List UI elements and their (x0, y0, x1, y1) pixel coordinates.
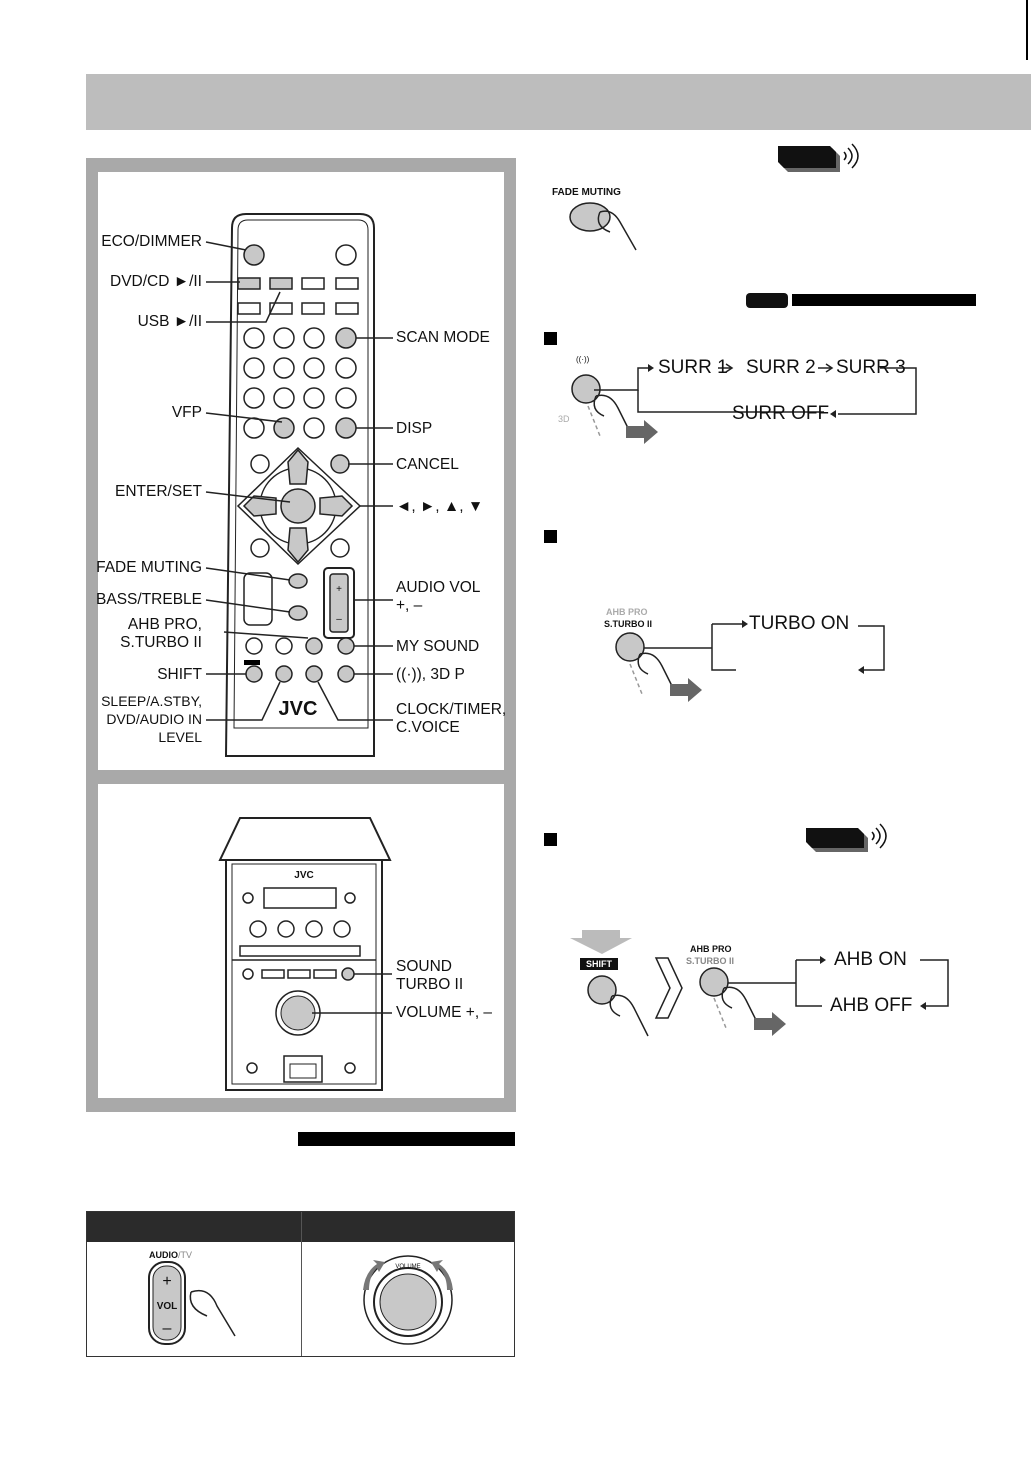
table-vol-minus: – (163, 1320, 172, 1337)
label-clock-2: C.VOICE (396, 719, 460, 736)
surround-3d-label: 3D (558, 414, 570, 424)
surr-1-text: SURR 1 (658, 357, 728, 378)
table-header (87, 1212, 514, 1242)
label-sleep-3: LEVEL (158, 729, 202, 745)
label-sleep-2: DVD/AUDIO IN (106, 711, 202, 727)
remote-vol-minus: – (336, 614, 342, 625)
controls-illustration-frame: JVC + – ECO/DIMMER DVD/CD ►/II USB ►/II … (86, 158, 516, 1112)
unit-brand-text: JVC (294, 870, 313, 881)
main-unit-drawing: JVC (218, 817, 392, 1091)
label-my-sound: MY SOUND (396, 638, 480, 655)
label-scan-mode: SCAN MODE (396, 329, 490, 346)
table-vol-text: VOL (157, 1301, 178, 1312)
label-ahb-pro-2: S.TURBO II (120, 634, 202, 651)
top-right-rule (1026, 0, 1028, 60)
surround-icon-label: ((·)) (576, 355, 590, 364)
ahb-bottom-label: S.TURBO II (686, 956, 734, 966)
label-eco-dimmer: ECO/DIMMER (101, 233, 202, 250)
remote-vol-plus: + (336, 584, 342, 595)
table-divider (301, 1212, 302, 1356)
ahb-shift-label: SHIFT (586, 959, 613, 969)
table-knob-label: VOLUME (395, 1264, 420, 1270)
label-sleep: SLEEP/A.STBY, (101, 693, 202, 709)
turbo-on-text: TURBO ON (749, 613, 850, 634)
remote-control-drawing: JVC + – (205, 213, 393, 757)
label-enter-set: ENTER/SET (115, 483, 202, 500)
header-band (86, 74, 1031, 130)
surr-2-text: SURR 2 (746, 357, 816, 378)
ahb-top-label: AHB PRO (690, 944, 732, 954)
label-ahb-pro: AHB PRO, (127, 616, 202, 633)
label-volume: VOLUME +, – (396, 1004, 493, 1021)
label-cursor: ◄, ►, ▲, ▼ (396, 498, 484, 515)
remote-brand-text: JVC (279, 698, 318, 720)
main-unit-panel: JVC SOUND TURBO II VOLUME +, – (98, 784, 504, 1098)
label-disp: DISP (396, 420, 433, 437)
surr-off-text: SURR OFF (732, 403, 830, 424)
ahb-on-text: AHB ON (834, 949, 907, 970)
label-sound-turbo: SOUND (396, 958, 452, 975)
turbo-bottom-label: S.TURBO II (604, 619, 652, 629)
label-audio-vol: AUDIO VOL (396, 579, 481, 596)
label-sound-turbo-2: TURBO II (396, 976, 464, 993)
label-shift: SHIFT (157, 666, 202, 683)
table-audio-label: AUDIO (149, 1250, 178, 1260)
remote-control-panel: JVC + – ECO/DIMMER DVD/CD ►/II USB ►/II … (96, 172, 507, 770)
right-column-illustrations: FADE MUTING ((·)) 3D AHB PRO S.TURBO II … (544, 143, 976, 1037)
section-heading-bar-left (298, 1132, 515, 1146)
label-usb: USB ►/II (137, 313, 202, 330)
label-vfp: VFP (171, 404, 202, 421)
label-audio-vol-2: +, – (396, 597, 423, 614)
ahb-off-text: AHB OFF (830, 995, 913, 1016)
label-cancel: CANCEL (396, 456, 459, 473)
table-tv-label: /TV (178, 1250, 192, 1260)
label-fade-muting: FADE MUTING (96, 559, 202, 576)
label-clock: CLOCK/TIMER, (396, 701, 507, 718)
label-bass-treble: BASS/TREBLE (96, 591, 202, 608)
volume-table-illustrations: AUDIO /TV + VOL – VOLUME (148, 1250, 453, 1345)
table-vol-plus: + (162, 1273, 171, 1290)
volume-control-table: AUDIO /TV + VOL – VOLUME (86, 1211, 515, 1357)
label-dvd-cd: DVD/CD ►/II (110, 273, 202, 290)
surr-3-text: SURR 3 (836, 357, 906, 378)
label-surround-3dp: ((·)), 3D P (396, 666, 465, 683)
fade-muting-button-label: FADE MUTING (552, 187, 621, 198)
turbo-top-label: AHB PRO (606, 607, 648, 617)
